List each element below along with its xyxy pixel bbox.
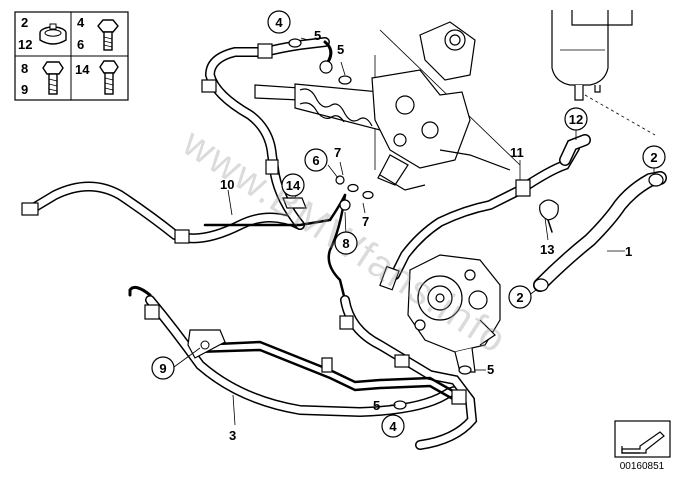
hose-clamp-icon bbox=[39, 23, 67, 45]
steering-gear bbox=[254, 21, 521, 191]
callout-14: 14 bbox=[281, 173, 305, 197]
callout-12: 12 bbox=[564, 107, 588, 131]
callout-10: 10 bbox=[220, 177, 234, 192]
hose-lines bbox=[21, 37, 667, 450]
callout-3: 3 bbox=[229, 428, 236, 443]
callout-8: 8 bbox=[334, 231, 358, 255]
callout-5-pump: 5 bbox=[487, 362, 494, 377]
legend-num-8: 8 bbox=[21, 61, 28, 76]
legend-num-4: 4 bbox=[77, 15, 85, 30]
callout-13: 13 bbox=[540, 242, 554, 257]
callout-7-upper: 7 bbox=[334, 145, 341, 160]
svg-text:8: 8 bbox=[342, 236, 349, 251]
legend-num-6: 6 bbox=[77, 37, 84, 52]
callout-4-bottom: 4 bbox=[381, 414, 405, 438]
callout-4-top: 4 bbox=[267, 10, 291, 34]
legend-num-14: 14 bbox=[75, 62, 90, 77]
callout-5-top-left: 5 bbox=[314, 28, 321, 43]
svg-text:4: 4 bbox=[275, 15, 283, 30]
svg-text:4: 4 bbox=[389, 419, 397, 434]
power-steering-pump bbox=[407, 254, 501, 373]
callout-11: 11 bbox=[510, 145, 524, 160]
svg-text:9: 9 bbox=[159, 361, 166, 376]
leader-lines bbox=[173, 37, 655, 426]
bolt-icon bbox=[99, 60, 119, 95]
plain-callouts: 1 3 5 5 5 5 7 7 10 11 13 bbox=[220, 28, 632, 443]
callout-5-top-right: 5 bbox=[337, 42, 344, 57]
callout-6: 6 bbox=[304, 148, 328, 172]
callout-2-left: 2 bbox=[508, 285, 532, 309]
svg-text:2: 2 bbox=[516, 290, 523, 305]
legend-num-2: 2 bbox=[21, 15, 28, 30]
diagram-id-number: 00160851 bbox=[620, 461, 665, 472]
callout-5-bottom: 5 bbox=[373, 398, 380, 413]
circled-callouts: 4 4 6 14 8 9 12 2 bbox=[151, 10, 666, 438]
view-arrow-icon bbox=[621, 431, 665, 454]
diagram-id-box: 00160851 bbox=[614, 420, 671, 472]
svg-text:12: 12 bbox=[569, 112, 583, 127]
callout-7-lower: 7 bbox=[362, 214, 369, 229]
svg-text:14: 14 bbox=[286, 178, 301, 193]
svg-text:2: 2 bbox=[650, 150, 657, 165]
fastener-legend: 2 12 4 6 8 9 14 bbox=[14, 11, 129, 101]
hollow-bolt-icon bbox=[97, 19, 119, 51]
hex-bolt-icon bbox=[42, 61, 64, 95]
callout-1: 1 bbox=[625, 244, 632, 259]
fittings bbox=[282, 38, 472, 410]
fluid-reservoir bbox=[551, 10, 656, 136]
svg-text:6: 6 bbox=[312, 153, 319, 168]
legend-num-9: 9 bbox=[21, 82, 28, 97]
callout-2-right: 2 bbox=[642, 145, 666, 169]
callout-9: 9 bbox=[151, 356, 175, 380]
legend-num-12: 12 bbox=[18, 37, 32, 52]
